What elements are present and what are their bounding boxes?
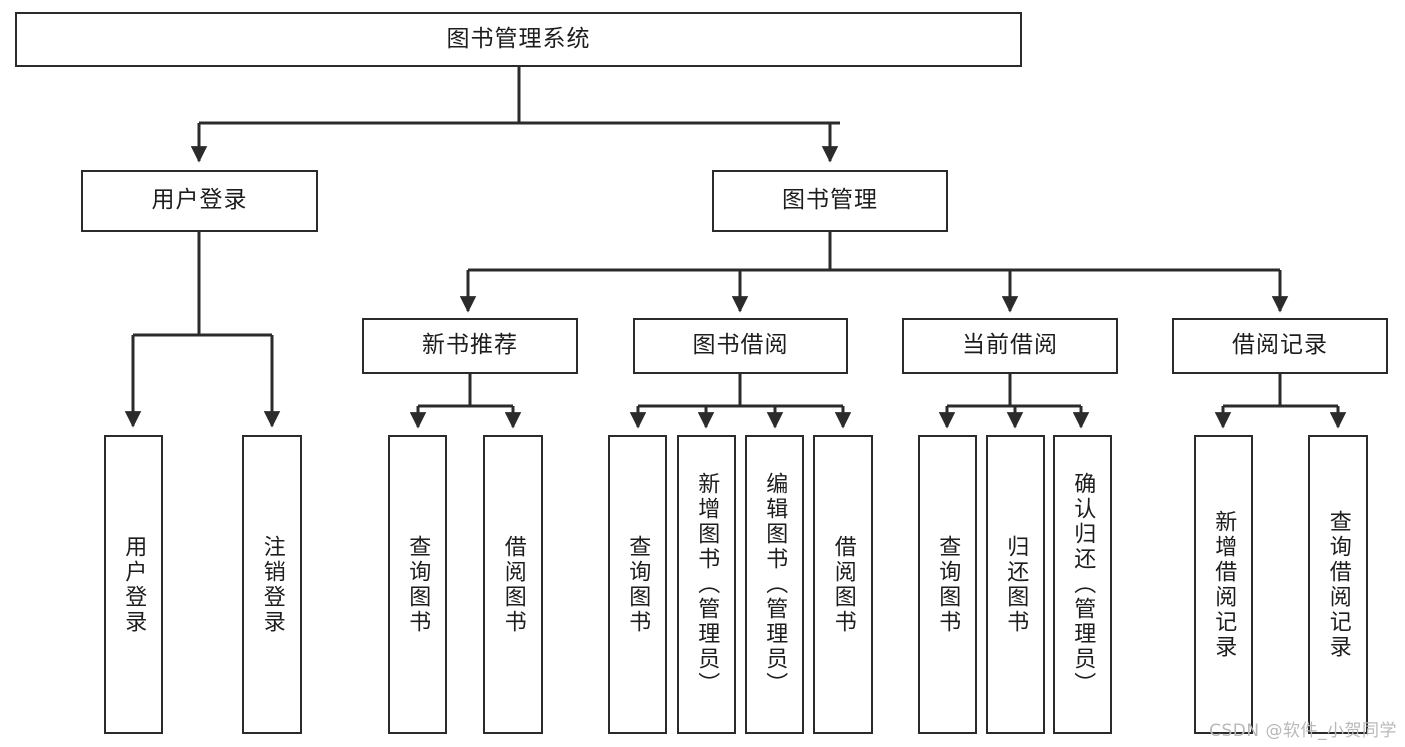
node-label: 用户登录 [151,187,248,214]
node-label: 新增借阅记录 [1211,509,1237,660]
node-label: 归还图书 [1003,534,1029,635]
node-leaf-current-borrow-query[interactable]: 查询图书 [918,435,977,734]
node-label: 图书借阅 [692,332,789,359]
node-leaf-book-borrow-edit[interactable]: 编辑图书（管理员） [745,435,804,734]
node-leaf-book-borrow-add[interactable]: 新增图书（管理员） [677,435,736,734]
node-leaf-new-book-query[interactable]: 查询图书 [388,435,447,734]
node-leaf-new-book-borrow[interactable]: 借阅图书 [483,435,543,734]
node-label: 确认归还（管理员） [1070,472,1096,697]
node-leaf-borrow-record-add[interactable]: 新增借阅记录 [1194,435,1253,734]
node-leaf-user-login-login[interactable]: 用户登录 [104,435,163,734]
node-label: 注销登录 [259,534,285,635]
node-new-book-recommend[interactable]: 新书推荐 [362,318,578,374]
node-leaf-book-borrow-borrow[interactable]: 借阅图书 [813,435,873,734]
node-label: 借阅图书 [830,534,856,635]
node-label: 图书管理 [782,187,878,214]
node-label: 图书管理系统 [446,25,591,52]
node-leaf-user-login-logout[interactable]: 注销登录 [242,435,302,734]
node-label: 查询图书 [405,534,431,635]
node-borrow-record[interactable]: 借阅记录 [1172,318,1388,374]
node-label: 新增图书（管理员） [694,472,720,697]
node-leaf-current-borrow-confirm[interactable]: 确认归还（管理员） [1053,435,1112,734]
node-label: 新书推荐 [422,332,518,359]
node-book-borrow[interactable]: 图书借阅 [633,318,848,374]
node-label: 借阅图书 [500,534,526,635]
node-leaf-current-borrow-return[interactable]: 归还图书 [986,435,1045,734]
node-root-system[interactable]: 图书管理系统 [15,12,1022,67]
node-label: 查询图书 [935,534,961,635]
node-label: 借阅记录 [1232,332,1328,359]
node-current-borrow[interactable]: 当前借阅 [902,318,1118,374]
node-label: 用户登录 [121,534,147,635]
node-label: 当前借阅 [962,332,1058,359]
node-label: 查询借阅记录 [1325,509,1351,660]
node-leaf-borrow-record-query[interactable]: 查询借阅记录 [1308,435,1368,734]
node-book-management[interactable]: 图书管理 [712,170,948,232]
csdn-watermark: CSDN @软件_小贺同学 [1209,721,1397,741]
node-leaf-book-borrow-query[interactable]: 查询图书 [608,435,667,734]
node-label: 编辑图书（管理员） [762,472,788,697]
node-label: 查询图书 [625,534,651,635]
node-user-login[interactable]: 用户登录 [81,170,318,232]
